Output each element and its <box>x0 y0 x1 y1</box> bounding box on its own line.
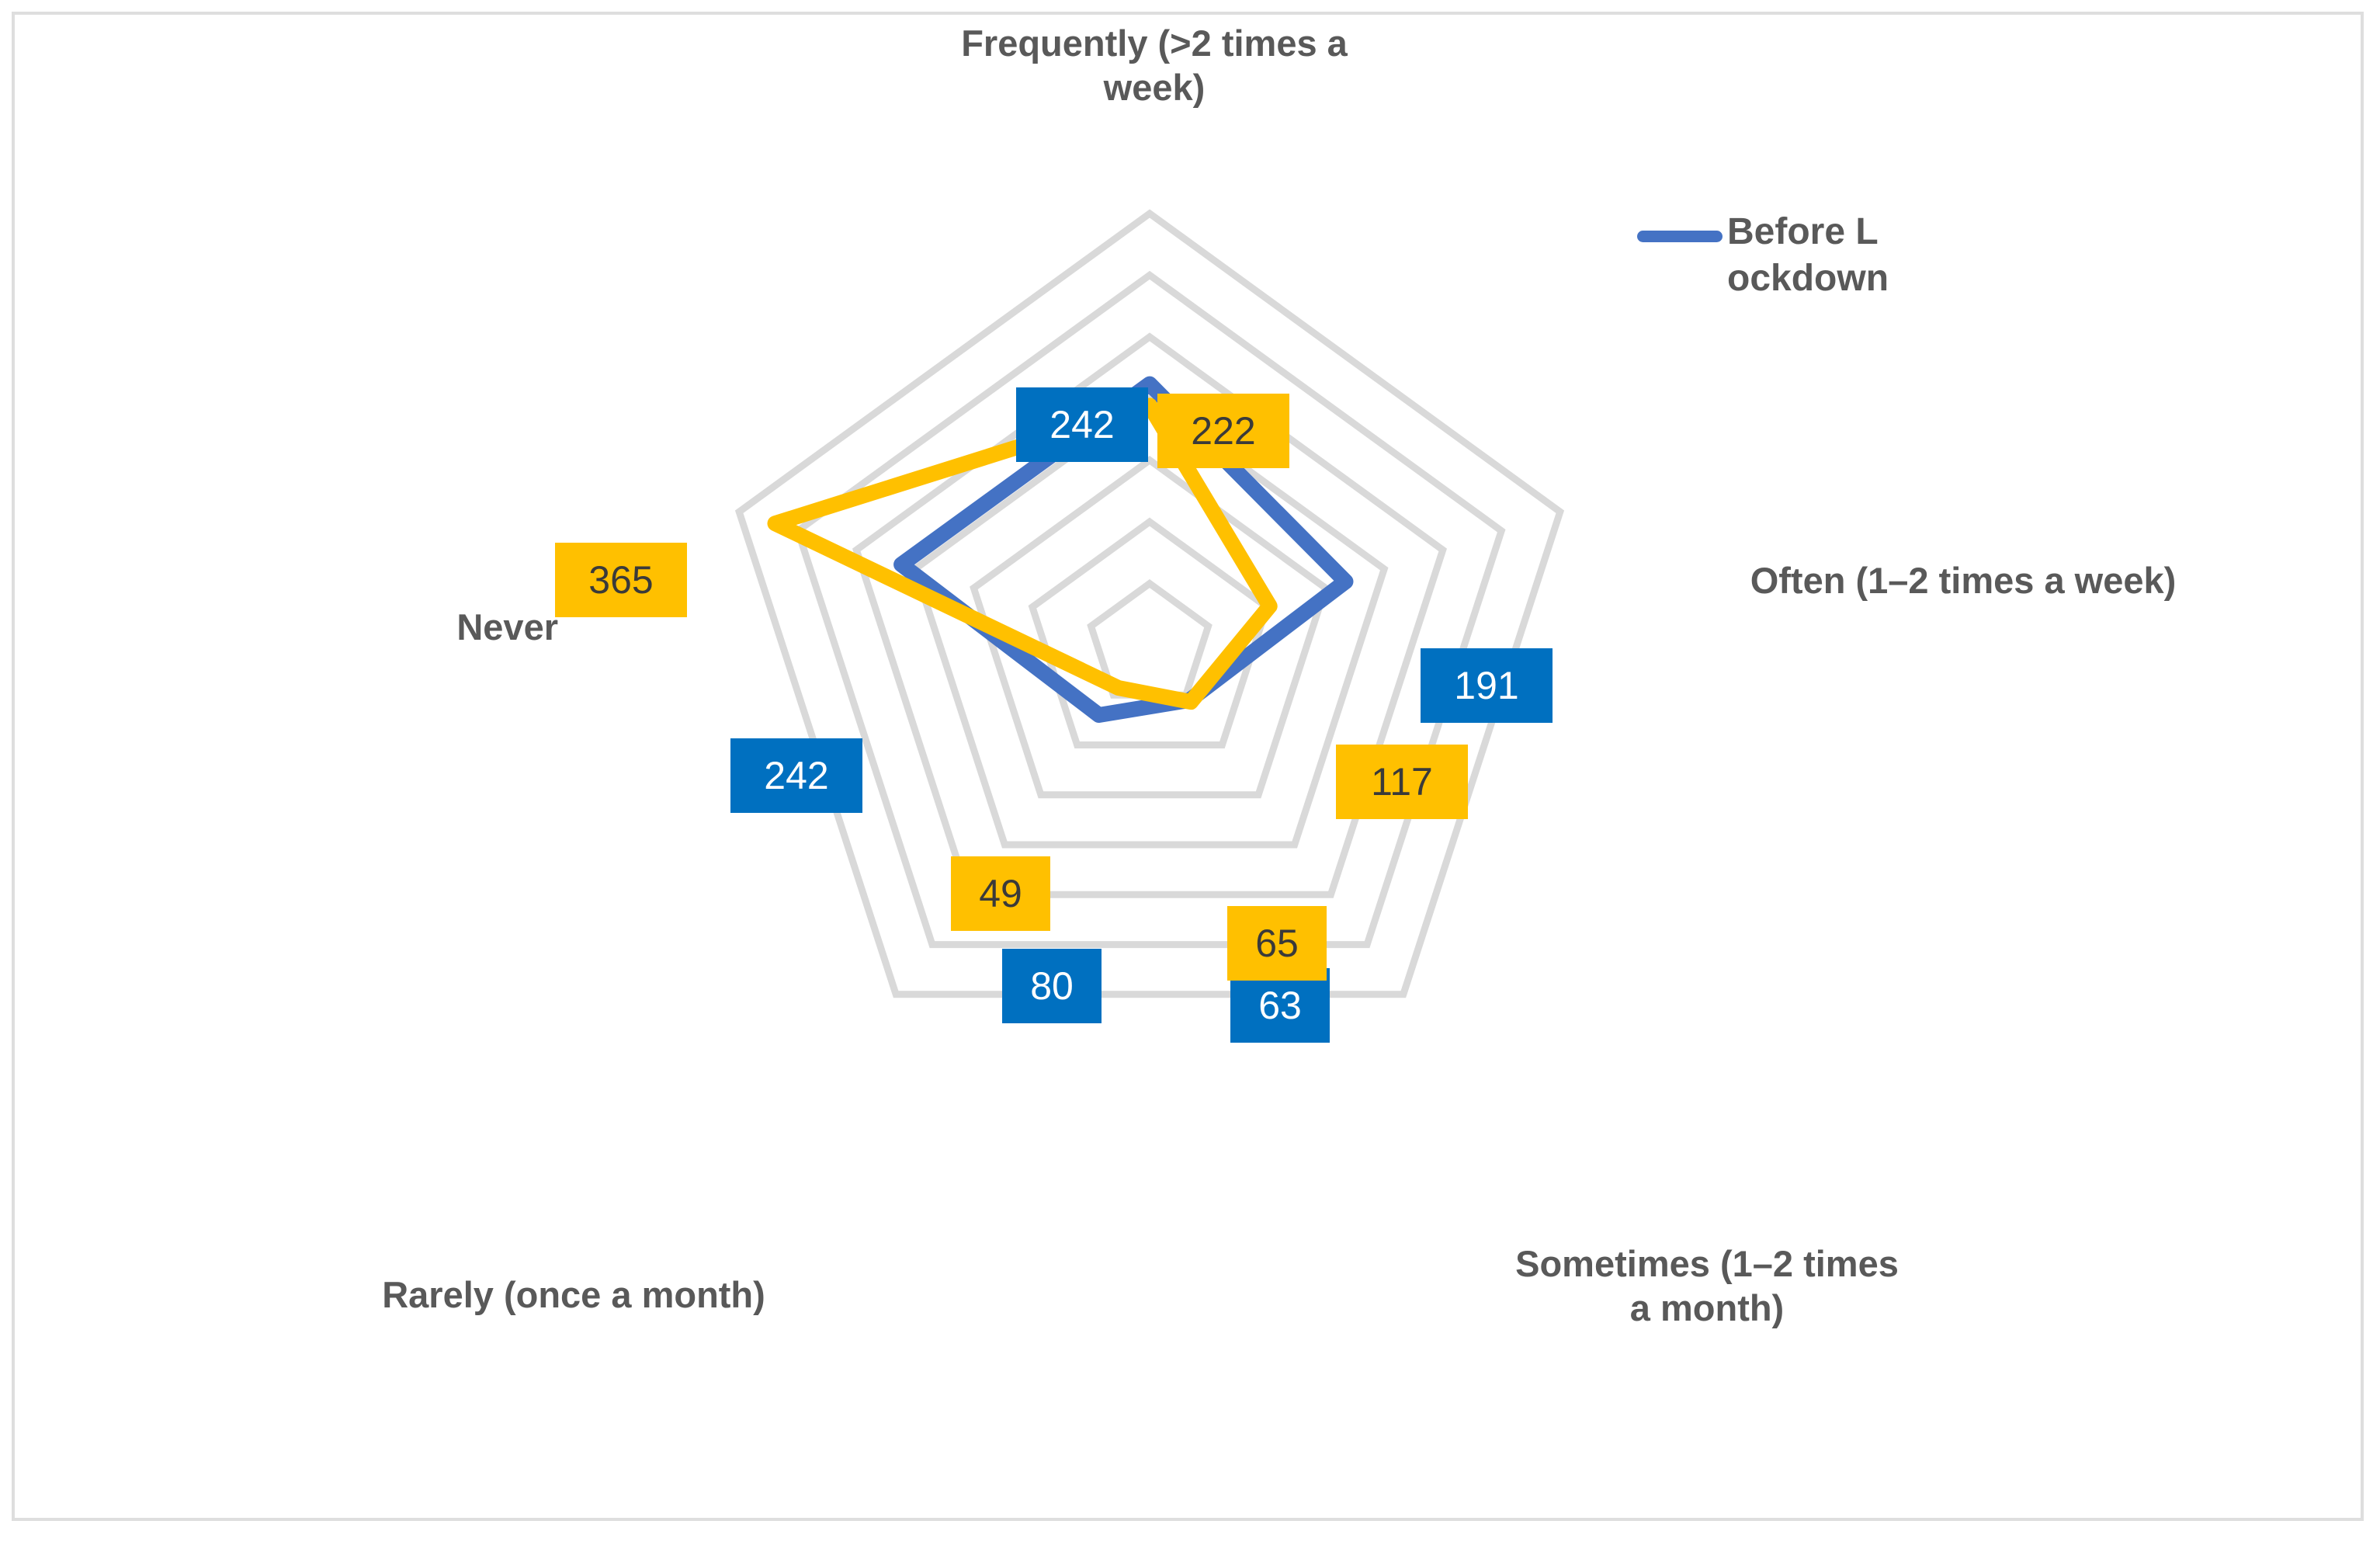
data-label-after-never: 365 <box>555 543 687 617</box>
data-label-before-often: 191 <box>1421 648 1553 723</box>
legend-item-label: Before Lockdown <box>1727 211 1889 299</box>
data-label-before-sometimes: 63 <box>1230 968 1330 1043</box>
radar-series <box>767 376 1354 723</box>
data-label-before-never: 242 <box>730 738 862 813</box>
radar-grid <box>734 209 1565 998</box>
data-label-before-rarely: 80 <box>1002 949 1102 1023</box>
data-label-after-sometimes: 65 <box>1227 906 1327 981</box>
chart-frame: Frequently (>2 times a week) Often (1–2 … <box>12 12 2364 1521</box>
data-label-before-frequently: 242 <box>1016 387 1148 462</box>
data-label-after-often: 117 <box>1336 745 1468 819</box>
axis-label-rarely: Rarely (once a month) <box>382 1274 765 1315</box>
legend-swatch-icon <box>1637 231 1723 242</box>
axis-label-never: Never <box>456 606 558 648</box>
axis-label-sometimes: Sometimes (1–2 times a month) <box>1515 1243 1899 1329</box>
radar-plot-area <box>734 209 1565 998</box>
chart-legend: Before Lockdown <box>1637 209 1917 302</box>
axis-label-frequently: Frequently (>2 times a week) <box>961 23 1348 109</box>
data-label-after-frequently: 222 <box>1157 394 1289 468</box>
legend-item-before-lockdown[interactable]: Before Lockdown <box>1637 209 1917 302</box>
axis-label-often: Often (1–2 times a week) <box>1750 560 2177 601</box>
data-label-after-rarely: 49 <box>951 856 1050 931</box>
